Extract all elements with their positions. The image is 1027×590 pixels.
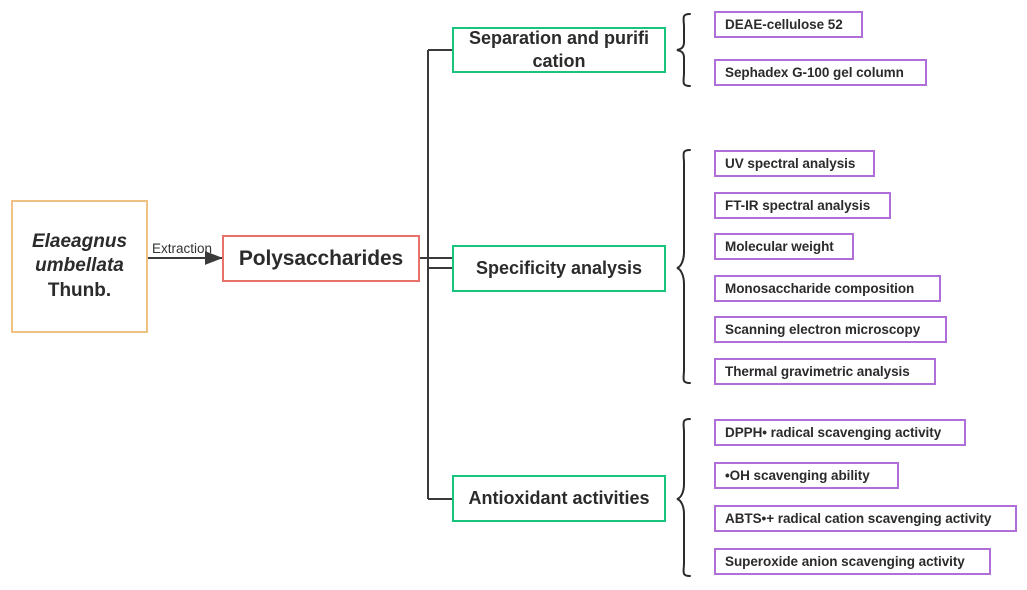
- leaf-label: Thermal gravimetric analysis: [725, 364, 910, 379]
- leaf-label: ABTS•+ radical cation scavenging activit…: [725, 511, 992, 526]
- leaf-label: Sephadex G-100 gel column: [725, 65, 904, 80]
- brace-antioxidant: [676, 418, 691, 577]
- leaf-label: Molecular weight: [725, 239, 834, 254]
- source-authority: Thunb.: [47, 279, 112, 301]
- source-genus: Elaeagnus: [31, 231, 128, 253]
- leaf-node-molecular-weight: Molecular weight: [714, 233, 854, 260]
- product-node: Polysaccharides: [222, 235, 420, 282]
- category-label-antioxidant: Antioxidant activities: [468, 487, 650, 508]
- leaf-label: Monosaccharide composition: [725, 281, 915, 296]
- leaf-label: •OH scavenging ability: [725, 468, 870, 483]
- leaf-label: FT-IR spectral analysis: [725, 198, 871, 213]
- leaf-node-ftir-spectral: FT-IR spectral analysis: [714, 192, 891, 219]
- leaf-label: DEAE-cellulose 52: [725, 17, 843, 32]
- category-node-specificity: Specificity analysis: [452, 245, 666, 292]
- source-species: umbellata: [35, 255, 124, 277]
- leaf-node-oh-scavenging: •OH scavenging ability: [714, 462, 899, 489]
- leaf-node-monosaccharide-composition: Monosaccharide composition: [714, 275, 941, 302]
- category-node-separation: Separation and purifi cation: [452, 27, 666, 73]
- category-label-separation: Separation and purifi cation: [468, 27, 650, 71]
- leaf-label: Scanning electron microscopy: [725, 322, 921, 337]
- leaf-label: UV spectral analysis: [725, 156, 856, 171]
- brace-separation: [676, 13, 691, 87]
- leaf-node-deae-cellulose: DEAE-cellulose 52: [714, 11, 863, 38]
- leaf-label: Superoxide anion scavenging activity: [725, 554, 965, 569]
- leaf-node-dpph: DPPH• radical scavenging activity: [714, 419, 966, 446]
- category-label-specificity: Specificity analysis: [475, 257, 643, 278]
- leaf-label: DPPH• radical scavenging activity: [725, 425, 942, 440]
- leaf-node-superoxide-anion: Superoxide anion scavenging activity: [714, 548, 991, 575]
- leaf-node-abts: ABTS•+ radical cation scavenging activit…: [714, 505, 1017, 532]
- leaf-node-sephadex: Sephadex G-100 gel column: [714, 59, 927, 86]
- leaf-node-scanning-electron-microscopy: Scanning electron microscopy: [714, 316, 947, 343]
- extraction-label: Extraction: [152, 241, 213, 256]
- brace-specificity: [676, 149, 691, 384]
- source-node: Elaeagnus umbellata Thunb.: [11, 200, 148, 333]
- product-label: Polysaccharides: [238, 246, 404, 270]
- leaf-node-thermal-gravimetric-analysis: Thermal gravimetric analysis: [714, 358, 936, 385]
- leaf-node-uv-spectral: UV spectral analysis: [714, 150, 875, 177]
- category-node-antioxidant: Antioxidant activities: [452, 475, 666, 522]
